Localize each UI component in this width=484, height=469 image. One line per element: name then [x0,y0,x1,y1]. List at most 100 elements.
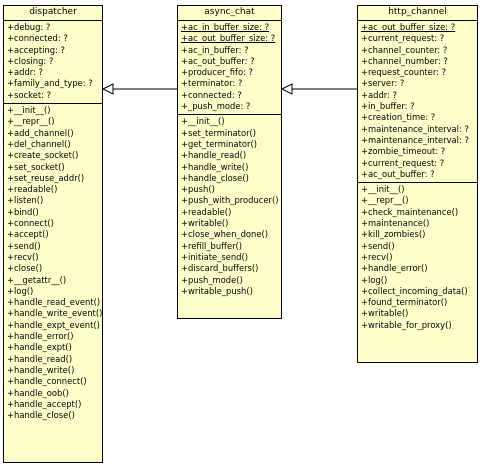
attribute-row: +ac_in_buffer: ? [181,44,249,55]
operations-section: +__init__()+__repr__()+add_channel()+del… [4,104,102,423]
generalization-arrowhead-dispatcher [101,83,114,95]
operation-row: +send() [7,240,41,251]
operation-row: +handle_close() [181,172,249,183]
operation-row: +set_socket() [7,161,65,172]
attribute-row: +_push_mode: ? [181,101,251,112]
operation-row: +handle_oob() [7,387,69,398]
operation-row: +handle_write_event() [7,308,103,319]
operation-row: +readable() [181,206,232,217]
operation-row: +__init__() [181,116,225,127]
operation-row: +handle_close() [7,410,75,421]
operation-row: +log() [361,274,388,285]
operations-section: +__init__()+set_terminator()+get_termina… [178,115,281,299]
operation-row: +del_channel() [7,138,71,149]
attribute-row: +zombie_timeout: ? [361,146,446,157]
operation-row: +handle_connect() [7,376,87,387]
operation-row: +handle_expt() [7,342,72,353]
class-dispatcher[interactable]: dispatcher +debug: ?+connected: ?+accept… [3,5,103,463]
operation-row: +get_terminator() [181,138,258,149]
generalization-arrowhead-async-chat [280,83,293,95]
attribute-row: +debug: ? [7,22,51,32]
operation-row: +__repr__() [361,195,409,206]
attributes-section: +debug: ?+connected: ?+accepting: ?+clos… [4,21,102,105]
operation-row: +writable_push() [181,285,253,296]
operation-row: +set_reuse_addr() [7,172,85,183]
operation-row: +send() [361,240,395,251]
operation-row: +__repr__() [7,116,55,127]
attribute-row: +server: ? [361,78,405,89]
attribute-row: +current_request: ? [361,33,445,44]
operation-row: +found_terminator() [361,297,448,308]
operation-row: +connect() [7,218,54,229]
attribute-row: +ac_out_buffer_size: ? [181,33,276,44]
attribute-row: +connected: ? [181,89,242,100]
attribute-row: +connected: ? [7,33,68,44]
operation-row: +refill_buffer() [181,240,243,251]
operation-row: +handle_read_event() [7,297,101,308]
operation-row: +handle_read() [7,353,73,364]
operation-row: +handle_read() [181,150,247,161]
class-http-channel[interactable]: http_channel +ac_out_buffer_size: ?+curr… [357,5,478,363]
class-title: async_chat [178,6,281,21]
operation-row: +push_mode() [181,274,243,285]
operation-row: +accept() [7,229,49,240]
attribute-row: +ac_out_buffer: ? [181,55,255,66]
attribute-row: +in_buffer: ? [361,101,415,112]
operation-row: +__init__() [7,105,51,116]
operation-row: +readable() [7,184,58,195]
operation-row: +handle_error() [7,331,74,342]
attribute-row: +terminator: ? [181,78,243,89]
operation-row: +handle_write() [181,161,249,172]
operation-row: +__init__() [361,184,405,195]
operation-row: +handle_write() [7,364,75,375]
operation-row: +handle_accept() [7,398,82,409]
attribute-row: +ac_out_buffer: ? [361,168,435,179]
class-title: dispatcher [4,6,102,21]
operations-section: +__init__()+__repr__()+check_maintenance… [358,183,477,333]
operation-row: +collect_incoming_data() [361,285,468,296]
operation-row: +push_with_producer() [181,195,279,206]
attribute-row: +channel_counter: ? [361,44,448,55]
operation-row: +listen() [7,195,44,206]
attribute-row: +current_request: ? [361,157,445,168]
operation-row: +set_terminator() [181,127,257,138]
attribute-row: +producer_fifo: ? [181,67,254,78]
operation-row: +handle_error() [361,263,428,274]
operation-row: +__getattr__() [7,274,67,285]
attribute-row: +closing: ? [7,55,54,66]
attribute-row: +family_and_type: ? [7,78,93,89]
attribute-row: +creation_time: ? [361,112,436,123]
attributes-section: +ac_out_buffer_size: ?+current_request: … [358,21,477,184]
operation-row: +push() [181,184,215,195]
operation-row: +log() [7,285,34,296]
attributes-section: +ac_in_buffer_size: ?+ac_out_buffer_size… [178,21,281,116]
attribute-row: +request_counter: ? [361,67,447,78]
operation-row: +handle_expt_event() [7,319,100,330]
attribute-row: +maintenance_interval: ? [361,134,469,145]
class-title: http_channel [358,6,477,21]
class-async-chat[interactable]: async_chat +ac_in_buffer_size: ?+ac_out_… [177,5,282,319]
operation-row: +maintenance() [361,218,430,229]
operation-row: +initiate_send() [181,251,249,262]
attribute-row: +ac_out_buffer_size: ? [361,22,456,32]
operation-row: +bind() [7,206,39,217]
attribute-row: +socket: ? [7,89,52,100]
operation-row: +kill_zombies() [361,229,426,240]
operation-row: +create_socket() [7,150,79,161]
operation-row: +recv() [361,251,393,262]
attribute-row: +channel_number: ? [361,55,448,66]
attribute-row: +ac_in_buffer_size: ? [181,22,270,32]
attribute-row: +accepting: ? [7,44,65,55]
operation-row: +writable_for_proxy() [361,319,452,330]
attribute-row: +maintenance_interval: ? [361,123,469,134]
operation-row: +recv() [7,251,39,262]
operation-row: +writable() [361,308,409,319]
attribute-row: +addr: ? [361,89,398,100]
operation-row: +writable() [181,218,229,229]
operation-row: +close() [7,263,43,274]
attribute-row: +addr: ? [7,67,44,78]
operation-row: +add_channel() [7,127,74,138]
operation-row: +close_when_done() [181,229,269,240]
operation-row: +check_maintenance() [361,206,459,217]
operation-row: +discard_buffers() [181,263,259,274]
